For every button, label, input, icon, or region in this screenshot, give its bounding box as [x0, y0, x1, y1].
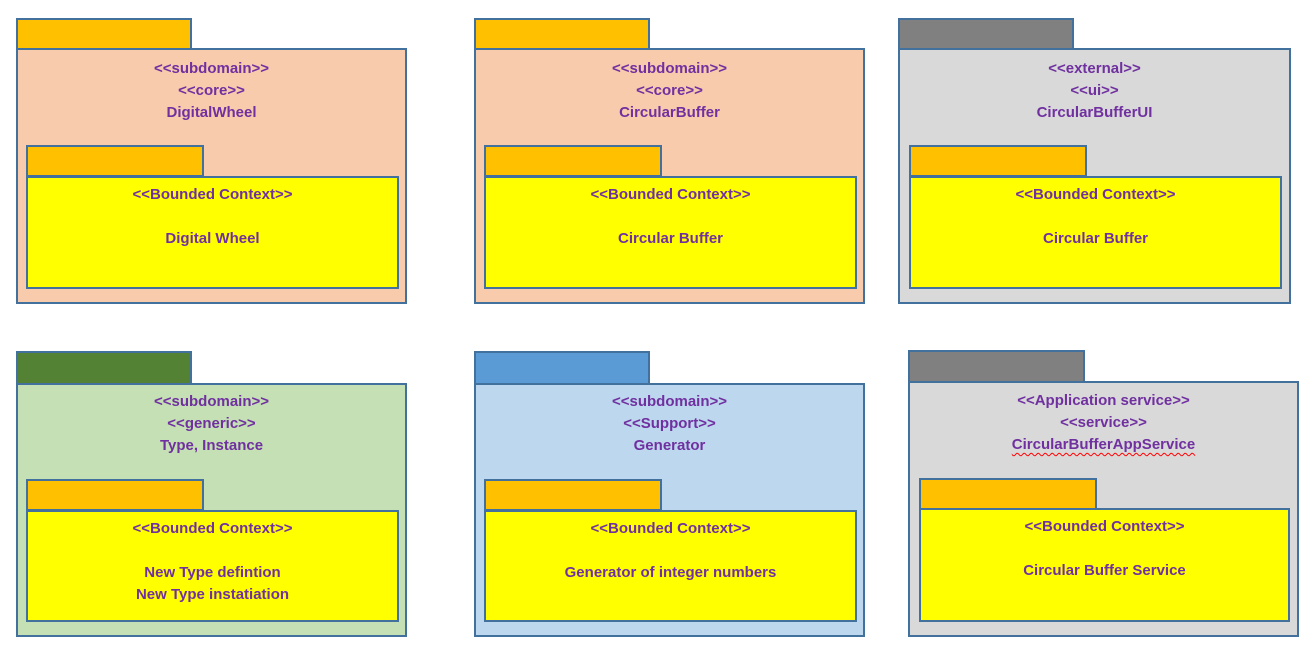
bounded-context-name: Generator of integer numbers — [486, 562, 855, 584]
bounded-context-tab — [484, 145, 662, 177]
stereotype-subdomain: <<subdomain>> — [153, 393, 270, 410]
stereotype-subdomain: <<subdomain>> — [611, 393, 728, 410]
bounded-context-line: Generator of integer numbers — [564, 564, 777, 581]
bounded-context-line: Circular Buffer — [1042, 230, 1149, 247]
bounded-context-tab — [919, 478, 1097, 510]
package-header: <<subdomain>> <<core>> DigitalWheel — [18, 58, 405, 124]
bounded-context-tab — [484, 479, 662, 511]
stereotype-subdomain: <<subdomain>> — [611, 60, 728, 77]
package-header: <<subdomain>> <<core>> CircularBuffer — [476, 58, 863, 124]
bounded-context-name: Digital Wheel — [28, 228, 397, 250]
package-name: CircularBufferAppService — [910, 434, 1297, 456]
package-name: CircularBufferUI — [1036, 104, 1153, 121]
package-tab — [474, 351, 650, 385]
package-header: <<Application service>> <<service>> Circ… — [910, 390, 1297, 456]
bounded-context-name: Circular Buffer — [911, 228, 1280, 250]
bounded-context-stereotype: <<Bounded Context>> — [590, 520, 751, 537]
stereotype-application-service: <<Application service>> — [1017, 392, 1190, 409]
bounded-context-tab — [26, 145, 204, 177]
package-body: <<subdomain>> <<core>> DigitalWheel <<Bo… — [16, 48, 407, 304]
bounded-context-box: <<Bounded Context>> Digital Wheel — [26, 176, 399, 289]
package-tab — [16, 351, 192, 385]
package-tab — [474, 18, 650, 50]
stereotype-support: <<Support>> — [623, 415, 716, 432]
package-header: <<subdomain>> <<Support>> Generator — [476, 391, 863, 457]
bounded-context-line: New Type defintion — [144, 564, 281, 581]
bounded-context-box: <<Bounded Context>> Circular Buffer — [909, 176, 1282, 289]
package-body: <<subdomain>> <<Support>> Generator <<Bo… — [474, 383, 865, 637]
package-body: <<external>> <<ui>> CircularBufferUI <<B… — [898, 48, 1291, 304]
bounded-context-line: Circular Buffer — [617, 230, 724, 247]
stereotype-core: <<core>> — [178, 82, 245, 99]
package-name-text: CircularBufferAppService — [1011, 436, 1196, 453]
bounded-context-line: Digital Wheel — [165, 230, 260, 247]
bounded-context-stereotype: <<Bounded Context>> — [132, 520, 293, 537]
stereotype-external: <<external>> — [1048, 60, 1141, 77]
package-header: <<external>> <<ui>> CircularBufferUI — [900, 58, 1289, 124]
package-body: <<subdomain>> <<generic>> Type, Instance… — [16, 383, 407, 637]
bounded-context-tab — [26, 479, 204, 511]
bounded-context-box: <<Bounded Context>> Circular Buffer Serv… — [919, 508, 1290, 622]
stereotype-service: <<service>> — [1060, 414, 1147, 431]
stereotype-core: <<core>> — [636, 82, 703, 99]
bounded-context-stereotype: <<Bounded Context>> — [132, 186, 293, 203]
bounded-context-name: New Type defintion New Type instatiation — [28, 562, 397, 606]
package-name: CircularBuffer — [619, 104, 720, 121]
stereotype-subdomain: <<subdomain>> — [153, 60, 270, 77]
bounded-context-line: Circular Buffer Service — [1023, 562, 1186, 579]
bounded-context-stereotype: <<Bounded Context>> — [1024, 518, 1185, 535]
package-body: <<subdomain>> <<core>> CircularBuffer <<… — [474, 48, 865, 304]
stereotype-ui: <<ui>> — [1070, 82, 1119, 99]
package-header: <<subdomain>> <<generic>> Type, Instance — [18, 391, 405, 457]
package-tab — [16, 18, 192, 50]
stereotype-generic: <<generic>> — [167, 415, 256, 432]
bounded-context-tab — [909, 145, 1087, 177]
bounded-context-line: New Type instatiation — [135, 586, 290, 603]
bounded-context-stereotype: <<Bounded Context>> — [590, 186, 751, 203]
package-name: DigitalWheel — [166, 104, 257, 121]
bounded-context-name: Circular Buffer Service — [921, 560, 1288, 582]
bounded-context-box: <<Bounded Context>> New Type defintion N… — [26, 510, 399, 622]
package-name: Generator — [633, 437, 706, 454]
bounded-context-name: Circular Buffer — [486, 228, 855, 250]
bounded-context-stereotype: <<Bounded Context>> — [1015, 186, 1176, 203]
package-tab — [898, 18, 1074, 50]
package-tab — [908, 350, 1085, 384]
package-name: Type, Instance — [159, 437, 264, 454]
bounded-context-box: <<Bounded Context>> Generator of integer… — [484, 510, 857, 622]
package-body: <<Application service>> <<service>> Circ… — [908, 381, 1299, 637]
bounded-context-box: <<Bounded Context>> Circular Buffer — [484, 176, 857, 289]
